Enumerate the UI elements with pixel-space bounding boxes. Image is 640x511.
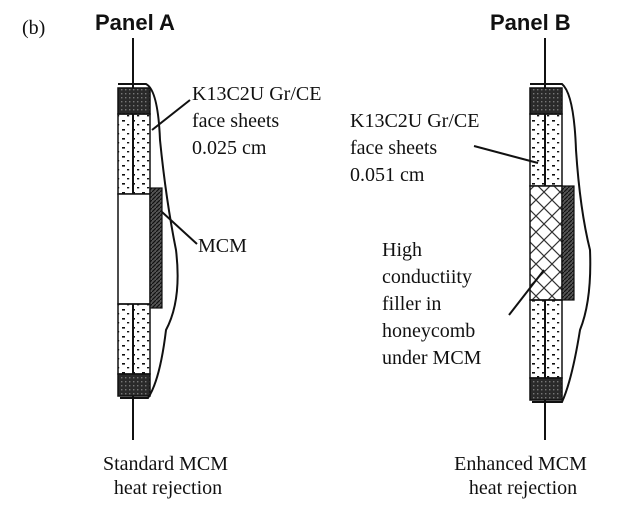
panel-a-facesheet-label: K13C2U Gr/CE face sheets 0.025 cm: [192, 83, 326, 159]
panel-b-facesheet-leader: [473, 145, 539, 164]
panel-a-mcm-block: [149, 187, 163, 309]
panel-a-title: Panel A: [95, 10, 175, 35]
panel-a-body: [117, 87, 151, 397]
panel-b: Panel B K13C2U Gr/CE face sheets 0.051 c…: [350, 10, 592, 499]
panel-b-filler-leader: [508, 269, 545, 316]
panel-b-mcm-block: [561, 185, 575, 301]
panel-a-caption: Standard MCM heat rejection: [103, 453, 233, 499]
figure-label: (b): [22, 17, 45, 39]
panel-a-outer-edge: [118, 83, 179, 399]
panel-a-facesheet-leader: [151, 99, 191, 131]
panel-a: Panel A K13C2U Gr/CE face sheets 0.025 c…: [95, 10, 326, 499]
panel-b-body: [529, 87, 563, 401]
panel-b-caption: Enhanced MCM heat rejection: [454, 453, 592, 499]
panel-a-mcm-leader: [161, 211, 198, 245]
panel-b-outer-edge: [530, 83, 592, 403]
panel-b-title: Panel B: [490, 10, 571, 35]
panel-b-facesheet-label: K13C2U Gr/CE face sheets 0.051 cm: [350, 110, 484, 186]
panel-a-mcm-label: MCM: [198, 235, 247, 257]
panel-b-filler-label: High conductiity filler in honeycomb und…: [382, 239, 482, 369]
